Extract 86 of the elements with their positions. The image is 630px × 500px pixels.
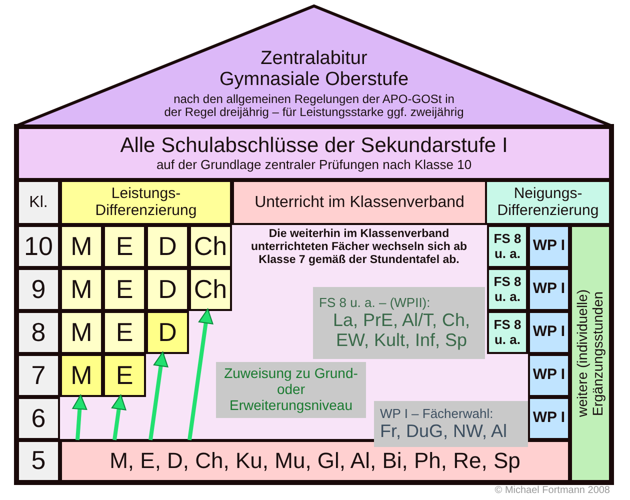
arrow xyxy=(111,394,126,440)
header-cell xyxy=(60,180,232,225)
info-heading: FS 8 u. a. – (WPII): xyxy=(319,296,430,310)
subject-abbr: M xyxy=(70,232,92,262)
grade-number: 5 xyxy=(31,446,46,476)
subject-cell xyxy=(146,311,189,354)
cell-text: FS 8 u. a. xyxy=(492,232,522,262)
cell-text: FS 8 u. a. xyxy=(492,274,522,304)
info-panel xyxy=(216,362,366,418)
header-cell xyxy=(232,180,487,225)
subject-cell xyxy=(60,354,103,397)
elective-cell xyxy=(528,311,570,354)
copyright-note: © Michael Fortmann 2008 xyxy=(494,485,610,496)
cell-text: FS 8 u. a. xyxy=(492,318,522,348)
info-panel xyxy=(374,401,528,447)
band-subtitle: auf der Grundlage zentraler Prüfungen nach Klasse 10 xyxy=(156,158,472,174)
arrow xyxy=(72,394,88,440)
roof-shape xyxy=(15,4,613,127)
grade-number: 7 xyxy=(31,360,46,390)
subject-abbr: Ch xyxy=(194,232,228,262)
subject-cell xyxy=(189,268,232,311)
cell-text: WP I xyxy=(532,410,566,427)
subject-abbr: D xyxy=(158,274,177,304)
header-text: Leistungs-Differenzierung xyxy=(94,186,198,220)
subject-cell xyxy=(146,268,189,311)
roof-heading: Zentralabitur Gymnasiale Oberstufe xyxy=(218,48,410,91)
language-cell xyxy=(487,225,528,268)
subject-abbr: M xyxy=(70,318,92,348)
subject-cell xyxy=(60,225,103,268)
subject-cell xyxy=(103,225,146,268)
cell-text: WP I xyxy=(532,324,566,341)
subject-abbr: E xyxy=(116,232,134,262)
subjects-row xyxy=(60,440,570,482)
arrow xyxy=(188,308,214,440)
arrow xyxy=(148,352,168,440)
grade-cell xyxy=(17,311,60,354)
language-cell xyxy=(487,268,528,311)
info-text: Fr, DuG, NW, Al xyxy=(380,421,508,442)
subject-abbr: M xyxy=(70,274,92,304)
subject-cell xyxy=(189,225,232,268)
grade-cell xyxy=(17,268,60,311)
info-text: Zuweisung zu Grund- oder Erweiterungsniveau xyxy=(223,366,359,414)
subjects-text: M, E, D, Ch, Ku, Mu, Gl, Al, Bi, Ph, Re, Sp xyxy=(110,448,520,474)
subject-abbr: E xyxy=(116,318,134,348)
subject-cell xyxy=(146,225,189,268)
language-cell xyxy=(487,311,528,354)
header-text: Kl. xyxy=(29,194,48,212)
heading-band xyxy=(17,127,611,180)
subject-abbr: E xyxy=(116,274,134,304)
cell-text: WP I xyxy=(532,367,566,384)
subject-cell xyxy=(60,268,103,311)
elective-cell xyxy=(528,225,570,268)
grade-cell xyxy=(17,354,60,397)
info-panel xyxy=(313,287,485,359)
info-heading: WP I – Fächerwahl: xyxy=(380,406,494,422)
grade-number: 9 xyxy=(31,274,46,304)
subject-abbr: D xyxy=(158,232,177,262)
header-cell xyxy=(17,180,60,225)
vertical-text: weitere (individuelle) Ergänzungsstunden xyxy=(574,288,606,420)
cell-text: WP I xyxy=(532,281,566,298)
grade-number: 8 xyxy=(31,318,46,348)
header-text: Neigungs-Differenzierung xyxy=(496,186,600,220)
header-cell xyxy=(485,180,611,225)
grade-number: 6 xyxy=(31,404,46,434)
elective-cell xyxy=(528,268,570,311)
grade-number: 10 xyxy=(24,232,53,262)
note-text: Die weiterhin im Klassenverband unterrichteten Fächer wechseln sich ab Klasse 7 gemäß der Stundentafel ab. xyxy=(250,228,468,267)
info-text: La, PrE, Al/T, Ch, EW, Kult, Inf, Sp xyxy=(332,310,472,350)
elective-cell xyxy=(528,354,570,397)
grade-cell xyxy=(17,440,60,482)
subject-cell xyxy=(103,268,146,311)
subject-abbr: Ch xyxy=(194,274,228,304)
grade-cell xyxy=(17,397,60,440)
elective-cell xyxy=(528,397,570,440)
cell-text: WP I xyxy=(532,238,566,255)
subject-cell xyxy=(103,311,146,354)
subject-abbr: E xyxy=(116,360,134,390)
supplementary-band xyxy=(570,225,611,482)
subject-abbr: D xyxy=(158,318,177,348)
header-text: Unterricht im Klassenverband xyxy=(254,194,464,212)
roof-subtitle: nach den allgemeinen Regelungen der APO-GOSt in der Regel dreijährig – für Leistungsstarke ggf. zweijährig xyxy=(163,92,465,120)
subject-cell xyxy=(60,311,103,354)
subject-abbr: M xyxy=(70,360,92,390)
subject-cell xyxy=(103,354,146,397)
grade-cell xyxy=(17,225,60,268)
band-heading: Alle Schulabschlüsse der Sekundarstufe I xyxy=(120,134,508,158)
